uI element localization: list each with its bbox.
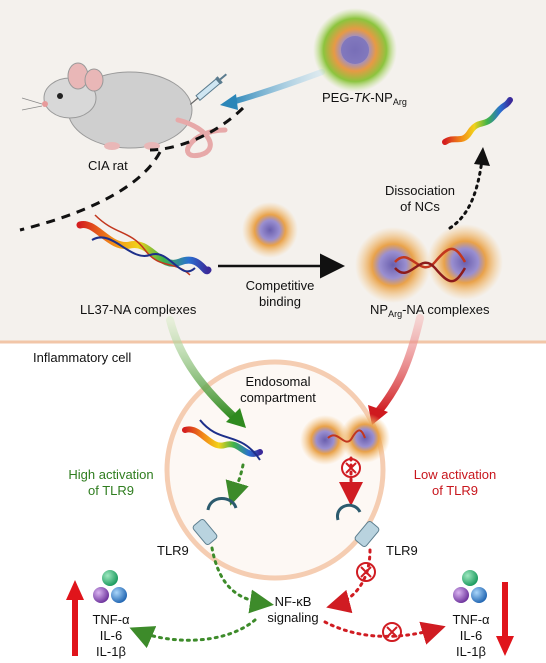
red-signal-path-3 — [323, 620, 446, 645]
low-activation-label: Low activation of TLR9 — [413, 467, 497, 498]
peg-tk-nparg-label: PEG-TK-NPArg — [322, 90, 407, 107]
cytokines-left-label: TNF-α IL-6 IL-1β — [92, 612, 130, 659]
dissociation-label: Dissociation of NCs — [384, 183, 456, 214]
tlr9-right-label: TLR9 — [386, 543, 418, 558]
endosomal-ll37-na-complex — [182, 419, 263, 461]
cytokines-right-label: TNF-α IL-6 IL-1β — [452, 612, 490, 659]
cytokines-left-icon — [93, 570, 127, 603]
green-signal-path-2 — [210, 546, 274, 614]
rat-illustration — [21, 62, 228, 159]
ll37-na-complex — [76, 214, 212, 276]
tlr9-left-label: TLR9 — [157, 543, 189, 558]
inflammatory-cell-label: Inflammatory cell — [33, 350, 132, 365]
cytokines-right-icon — [453, 570, 487, 603]
endosomal-nparg-na-complex — [300, 413, 390, 465]
syringe-icon — [189, 73, 227, 105]
cia-rat-label: CIA rat — [88, 158, 128, 173]
green-signal-path-1 — [225, 463, 249, 506]
dissociated-ll37-peptide — [442, 97, 513, 145]
route-dashed-upper — [149, 106, 245, 152]
uptake-arrow-red — [374, 314, 424, 416]
ll37-na-complexes-label: LL37-NA complexes — [80, 302, 197, 317]
blocked-icon-cytokine — [382, 622, 402, 642]
cytokine-decrease-arrow — [496, 582, 514, 656]
competitive-binding-label: Competitive binding — [245, 278, 315, 309]
endosomal-compartment-label: Endosomal compartment — [240, 374, 316, 405]
tlr9-receptor-left — [192, 497, 238, 545]
injection-arrow — [229, 69, 325, 105]
free-nparg-nanoparticle — [242, 202, 298, 258]
high-activation-label: High activation of TLR9 — [68, 467, 154, 498]
dissociation-arrow — [448, 158, 484, 230]
green-signal-path-3 — [129, 618, 257, 649]
nparg-na-complexes-label: NPArg-NA complexes — [370, 302, 490, 319]
cytokine-increase-arrow — [66, 580, 84, 656]
red-signal-path-2 — [326, 548, 372, 614]
uptake-arrow-green — [166, 316, 239, 422]
tlr9-receptor-right — [336, 503, 380, 547]
nparg-na-complex — [355, 224, 503, 303]
nfkb-signaling-label: NF-κB signaling — [267, 594, 319, 625]
